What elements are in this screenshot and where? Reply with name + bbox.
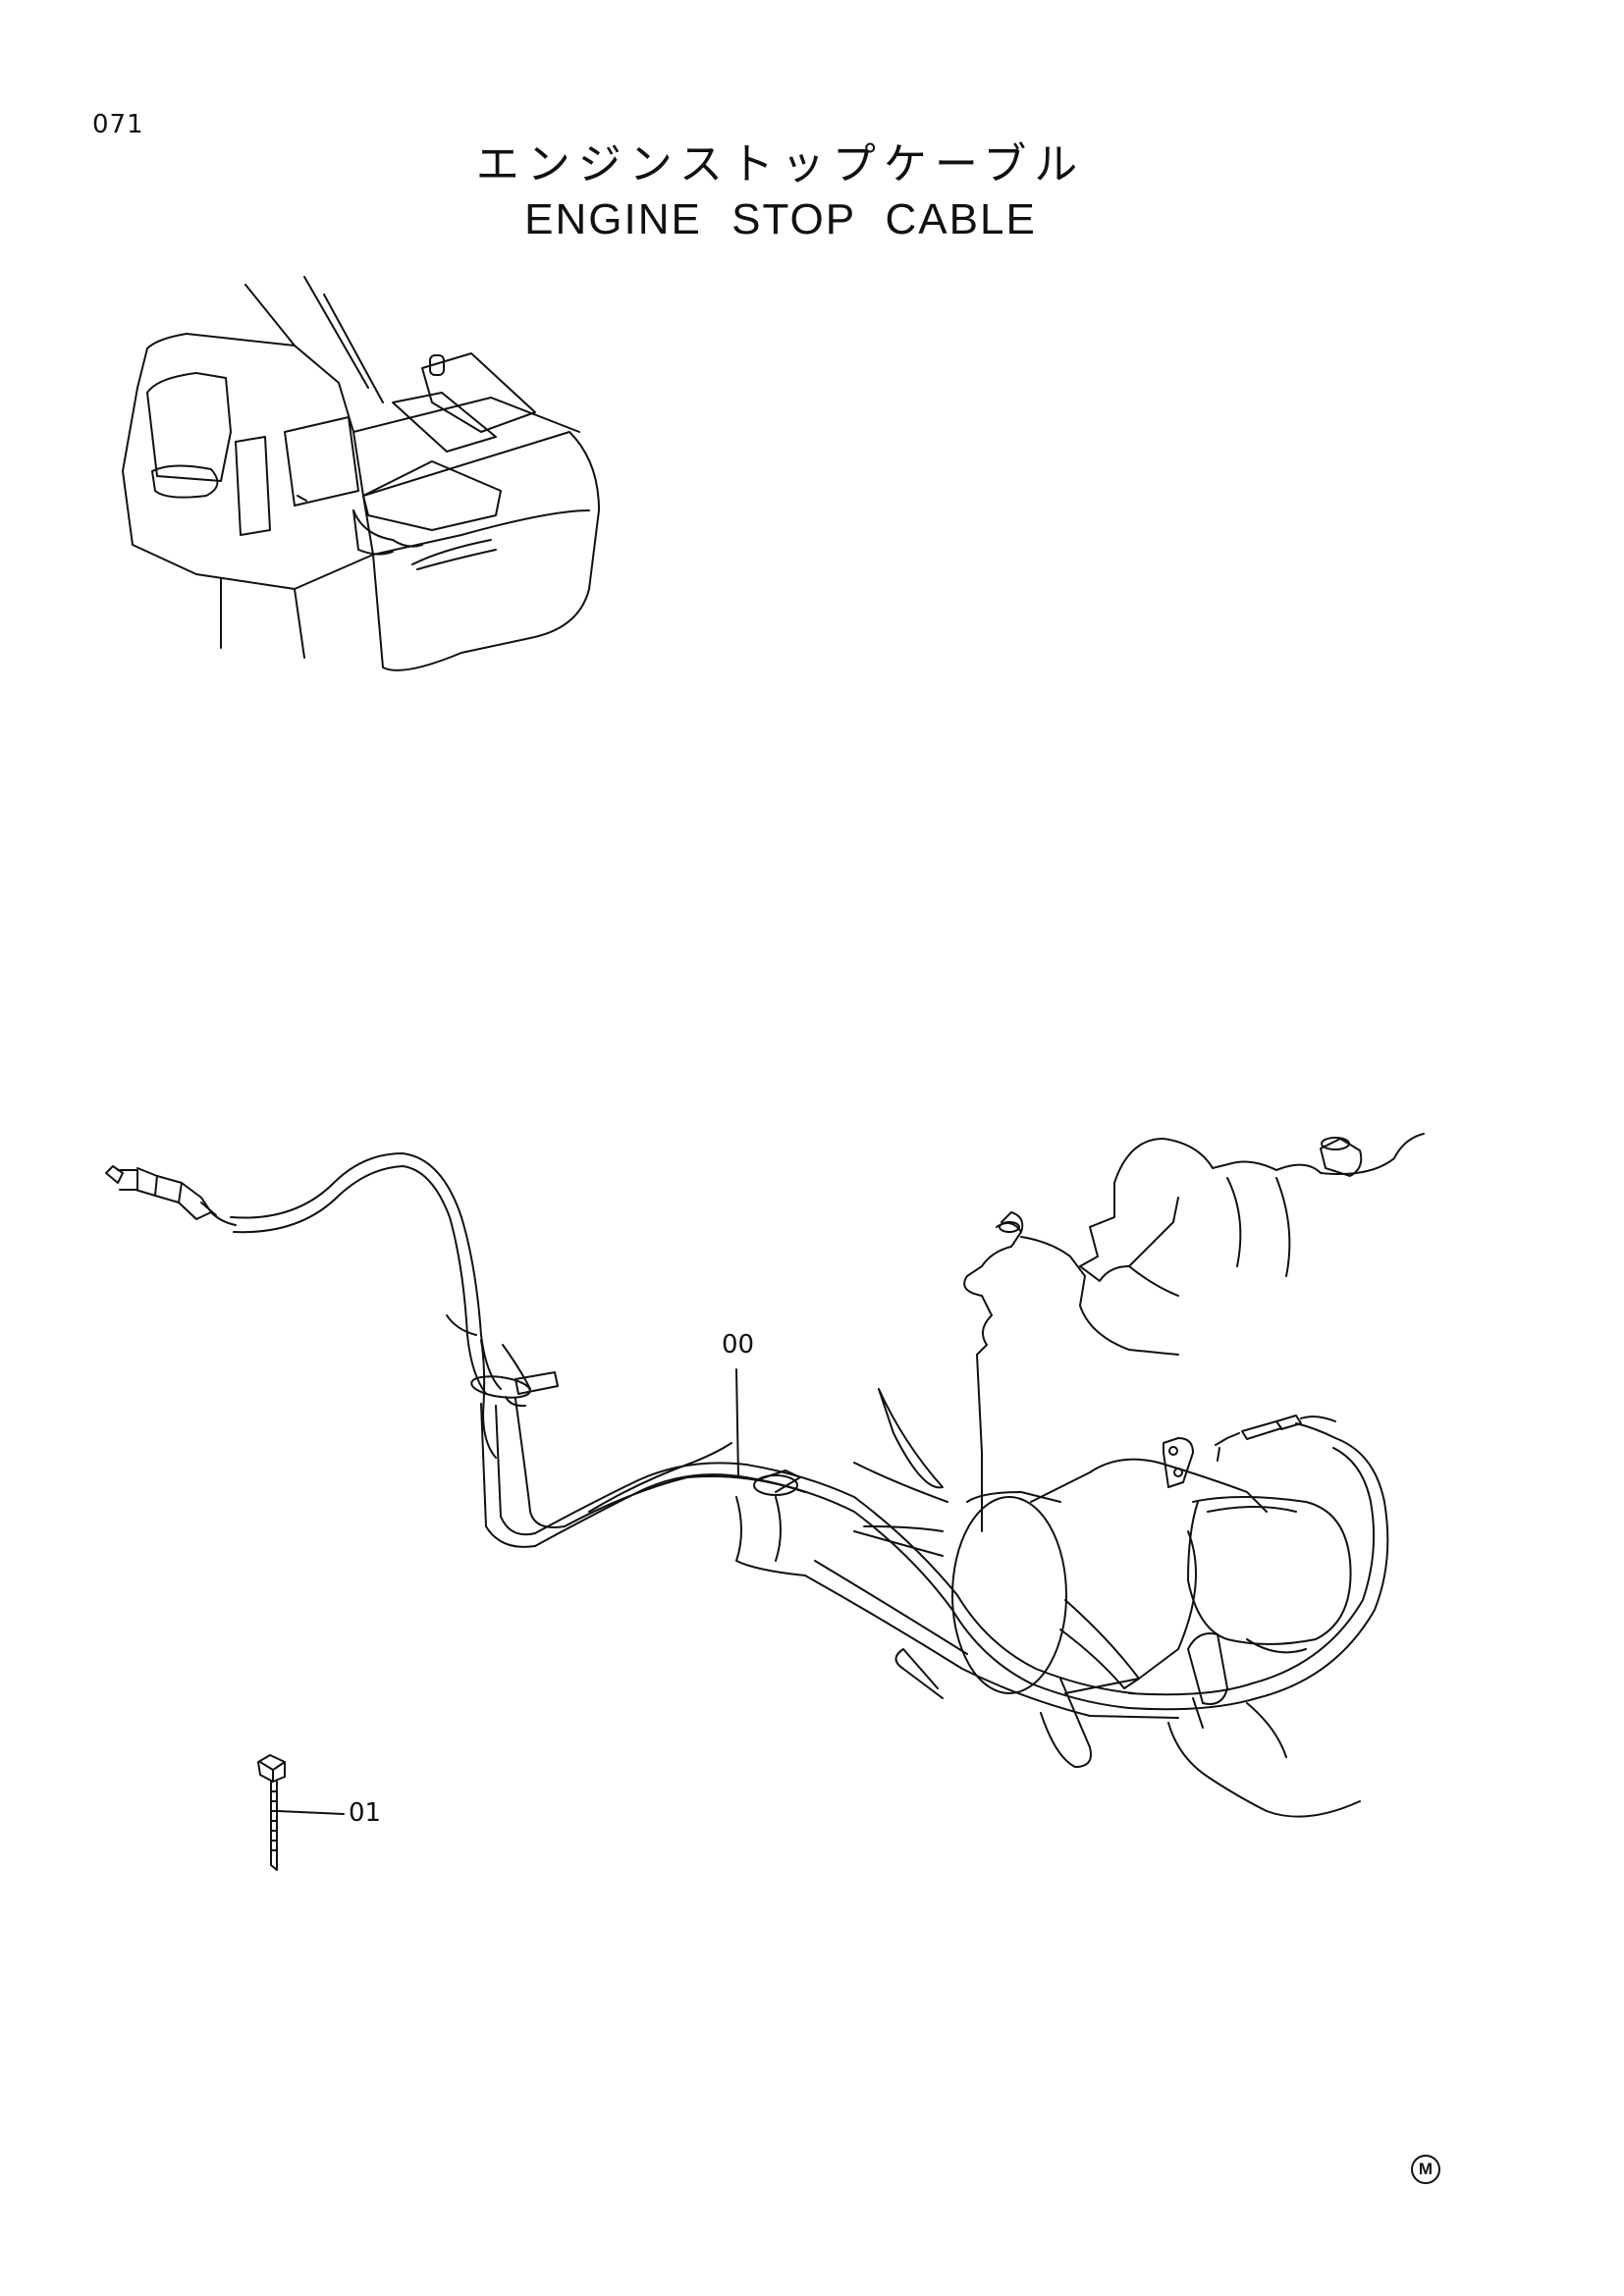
title-english: ENGINE STOP CABLE [524, 195, 1037, 243]
engine-illustration [963, 1133, 1425, 1532]
stop-lever-illustration [1163, 1415, 1336, 1488]
page-number: 071 [92, 110, 144, 139]
manufacturer-mark: M [1411, 2155, 1440, 2184]
machine-overview-illustration [122, 276, 600, 671]
air-cleaner-illustration [951, 1458, 1352, 1694]
title-block: エンジンストップケーブル ENGINE STOP CABLE [0, 137, 1561, 247]
fan-illustration [853, 1388, 1140, 1768]
cable-tie-part-01 [257, 1754, 286, 1871]
leader-line-01 [277, 1810, 345, 1815]
callout-01: 01 [349, 1798, 382, 1828]
callout-00: 00 [722, 1330, 755, 1360]
leader-line-00 [735, 1368, 739, 1478]
title-japanese: エンジンストップケーブル [475, 139, 1086, 189]
engine-stop-cable [105, 1152, 1389, 1818]
